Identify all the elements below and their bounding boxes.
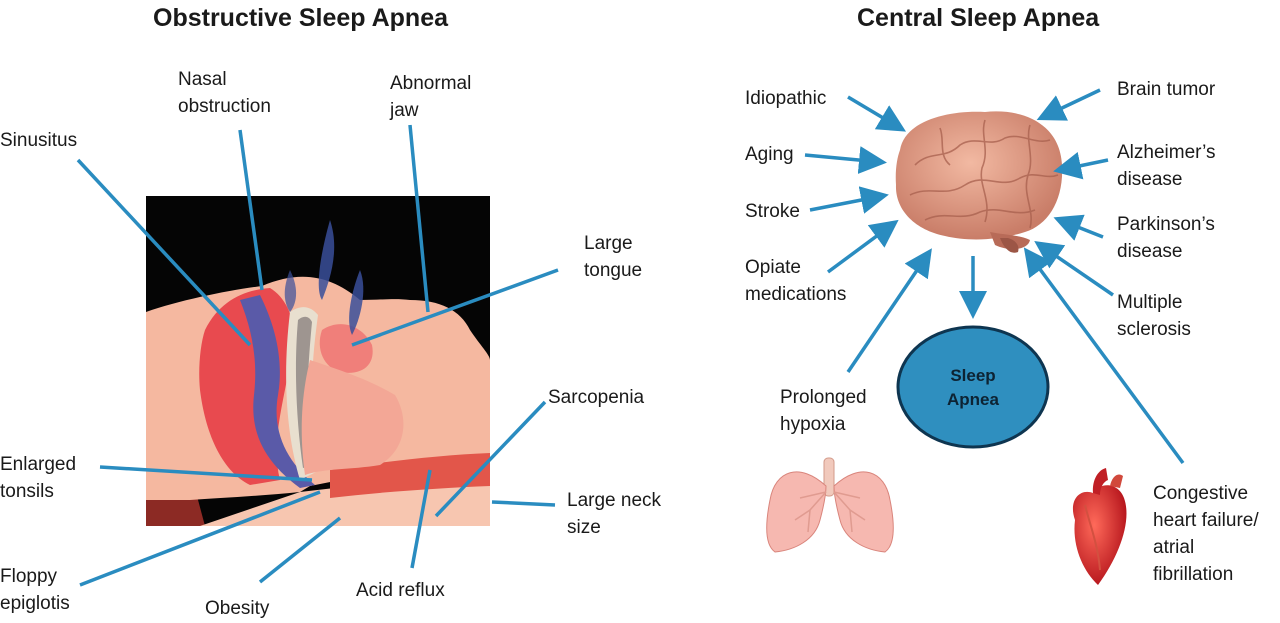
arrow-chf	[1023, 247, 1185, 465]
label-line: tonsils	[0, 481, 54, 502]
label-line: Congestive	[1153, 483, 1249, 504]
leader-tonsils	[99, 465, 313, 482]
label-nasal-obstruction: Nasal obstruction	[178, 66, 271, 120]
arrow-ms	[1034, 241, 1114, 297]
label-line: obstruction	[178, 96, 271, 117]
sleep-apnea-label-1: Sleep	[950, 366, 995, 385]
label-brain-tumor: Brain tumor	[1117, 79, 1216, 100]
label-line: Large	[584, 233, 633, 254]
leader-sinusitus	[76, 158, 252, 347]
label-aging: Aging	[745, 144, 794, 165]
label-multiple-sclerosis: Multiple sclerosis	[1117, 289, 1191, 343]
label-acid-reflux: Acid reflux	[356, 580, 445, 601]
label-line: Parkinson’s	[1117, 214, 1215, 235]
arrow-opiate	[826, 219, 899, 274]
label-parkinsons-disease: Parkinson’s disease	[1117, 211, 1215, 265]
label-line: Opiate	[745, 257, 801, 278]
leader-tongue	[351, 268, 559, 347]
label-line: medications	[745, 284, 847, 305]
label-sinusitus: Sinusitus	[0, 130, 78, 151]
label-sarcopenia: Sarcopenia	[548, 387, 645, 408]
label-large-neck-size: Large neck size	[567, 487, 661, 541]
label-large-tongue: Large tongue	[584, 230, 642, 284]
leader-reflux	[410, 469, 432, 569]
label-floppy-epiglotis: Floppy epiglotis	[0, 563, 70, 617]
label-line: disease	[1117, 241, 1183, 262]
label-stroke: Stroke	[745, 201, 800, 222]
label-abnormal-jaw: Abnormal jaw	[390, 70, 471, 124]
lungs-illustration	[766, 457, 894, 553]
label-obesity: Obesity	[205, 598, 270, 619]
label-line: Abnormal	[390, 73, 472, 94]
sleep-apnea-label-2: Apnea	[947, 390, 1000, 409]
leader-nasal	[238, 129, 264, 291]
arrow-alzheimers	[1053, 152, 1109, 180]
label-congestive-heart-failure: Congestive heart failure/ atrial fibrill…	[1153, 480, 1259, 588]
label-line: size	[567, 517, 601, 538]
arrow-stroke	[809, 186, 889, 214]
label-line: jaw	[390, 100, 419, 121]
osa-leader-lines	[76, 124, 559, 587]
label-line: hypoxia	[780, 414, 846, 435]
label-alzheimers-disease: Alzheimer’s disease	[1117, 139, 1216, 193]
leader-jaw	[408, 124, 430, 313]
label-line: Multiple	[1117, 292, 1183, 313]
label-enlarged-tonsils: Enlarged tonsils	[0, 451, 76, 505]
label-line: atrial	[1153, 537, 1195, 558]
label-line: fibrillation	[1153, 564, 1234, 585]
leader-epiglotis	[79, 490, 321, 587]
sleep-apnea-node: Sleep Apnea	[896, 325, 1050, 449]
heart-illustration	[1072, 468, 1127, 585]
label-line: disease	[1117, 169, 1183, 190]
label-line: tongue	[584, 260, 643, 281]
arrow-idiopathic	[847, 95, 907, 132]
csa-arrows	[804, 88, 1185, 465]
leader-sarcopenia	[434, 400, 547, 518]
label-prolonged-hypoxia: Prolonged hypoxia	[780, 384, 867, 438]
leader-obesity	[258, 516, 342, 584]
arrow-hypoxia	[846, 248, 932, 373]
arrow-aging	[804, 146, 887, 174]
label-line: Nasal	[178, 69, 227, 90]
csa-title: Central Sleep Apnea	[857, 4, 1100, 32]
label-line: heart failure/	[1153, 510, 1259, 531]
label-opiate-medications: Opiate medications	[745, 254, 846, 308]
arrow-parkinsons	[1053, 214, 1104, 241]
label-line: Alzheimer’s	[1117, 142, 1216, 163]
label-line: Floppy	[0, 566, 58, 587]
label-line: epiglotis	[0, 593, 70, 614]
label-line: sclerosis	[1117, 319, 1191, 340]
brain-illustration	[895, 111, 1063, 253]
osa-title: Obstructive Sleep Apnea	[153, 4, 448, 32]
arrow-tumor	[1036, 88, 1101, 121]
label-line: Enlarged	[0, 454, 77, 475]
leader-neck	[491, 500, 556, 507]
airway-illustration	[146, 196, 490, 526]
label-idiopathic: Idiopathic	[745, 88, 827, 109]
label-line: Large neck	[567, 490, 662, 511]
label-line: Prolonged	[780, 387, 867, 408]
